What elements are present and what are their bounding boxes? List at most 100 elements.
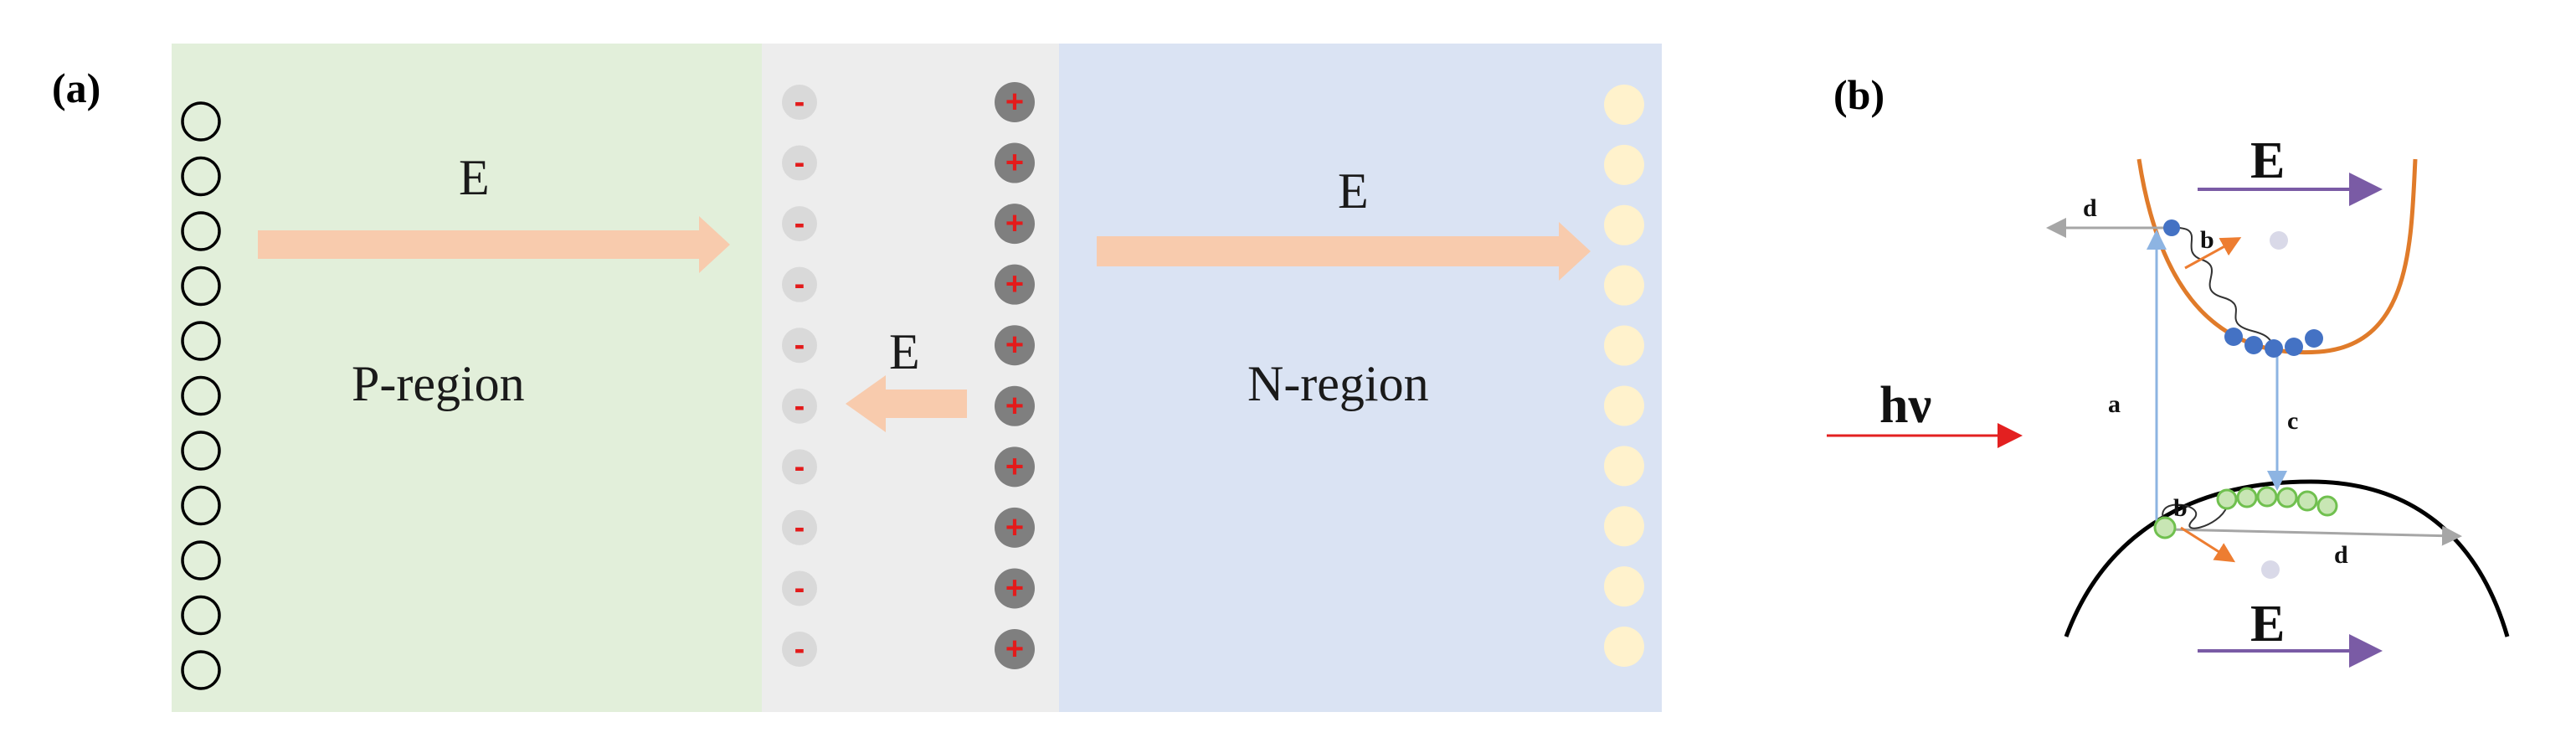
- hole: [181, 485, 221, 526]
- positive-ion-sign: +: [1005, 328, 1024, 363]
- hole: [181, 101, 221, 142]
- hole: [181, 266, 221, 307]
- hole: [181, 211, 221, 251]
- positive-ion-sign: +: [1005, 389, 1024, 424]
- process-b-top-label: b: [2200, 226, 2214, 254]
- electron: [1604, 265, 1644, 306]
- negative-ion-body: [782, 328, 817, 364]
- electron: [1604, 446, 1644, 487]
- positive-ion: +: [995, 204, 1035, 245]
- electron: [2285, 338, 2303, 356]
- panel-b-label: (b): [1833, 71, 1884, 118]
- negative-ion: -: [782, 328, 817, 364]
- positive-ion-body: [995, 204, 1035, 245]
- electron-column: [1604, 85, 1644, 667]
- positive-ion-sign: +: [1005, 146, 1024, 181]
- valence-band-curve: [2064, 479, 2510, 637]
- positive-ion: +: [995, 264, 1035, 305]
- hole: [181, 650, 221, 690]
- positive-ion: +: [995, 568, 1035, 609]
- electron: [1604, 325, 1644, 366]
- bottom-phonon: [2261, 560, 2280, 579]
- n-region-field-label: E: [1338, 163, 1369, 219]
- positive-ion-body: [995, 142, 1035, 183]
- hole: [181, 156, 221, 197]
- negative-ion-body: [782, 449, 817, 485]
- electron: [1604, 627, 1644, 667]
- positive-ion: +: [995, 507, 1035, 548]
- negative-ion: -: [782, 85, 817, 120]
- p-region-field-arrow: [258, 216, 730, 273]
- positive-ion-sign: +: [1005, 449, 1024, 484]
- positive-ion: +: [995, 385, 1035, 426]
- hole: [2216, 488, 2238, 510]
- electron: [1604, 566, 1644, 607]
- negative-ion-sign: -: [794, 389, 805, 424]
- top-phonon: [2270, 231, 2288, 250]
- negative-ion: -: [782, 145, 817, 181]
- hole: [181, 321, 221, 361]
- negative-ion-body: [782, 266, 817, 302]
- positive-ion-body: [995, 629, 1035, 669]
- electron: [1604, 85, 1644, 125]
- negative-ion-sign: -: [794, 570, 805, 606]
- bottom-scatter-arrow: [2180, 526, 2236, 563]
- electron: [1604, 506, 1644, 547]
- hole: [181, 375, 221, 416]
- negative-ion-body: [782, 632, 817, 667]
- electron: [2305, 329, 2323, 348]
- hole: [2153, 516, 2177, 539]
- p-region-field-label: E: [459, 150, 490, 205]
- light-label: hν: [1879, 377, 1931, 434]
- top-scatter-arrow: [2184, 237, 2242, 270]
- process-d-bottom-label: d: [2334, 541, 2348, 569]
- positive-ion-body: [995, 264, 1035, 305]
- positive-ion-sign: +: [1005, 85, 1024, 120]
- n-region-label: N-region: [1247, 356, 1429, 411]
- hole: [2276, 487, 2298, 508]
- electron: [2265, 339, 2283, 358]
- negative-ion: -: [782, 388, 817, 424]
- hole: [2316, 495, 2338, 517]
- negative-ion-sign: -: [794, 267, 805, 302]
- n-region-field-arrow: [1097, 222, 1591, 281]
- electron: [2244, 336, 2263, 354]
- negative-ion: -: [782, 206, 817, 242]
- hole: [181, 540, 221, 580]
- top-field-label: E: [2250, 132, 2285, 189]
- hole: [2256, 486, 2278, 508]
- electron: [1604, 144, 1644, 185]
- n-region-area: [1059, 44, 1662, 712]
- negative-ion-sign: -: [794, 85, 805, 120]
- positive-ion-column: ++++++++++: [995, 82, 1035, 669]
- negative-ion-sign: -: [794, 206, 805, 241]
- negative-ion: -: [782, 449, 817, 485]
- depletion-field-label: E: [889, 324, 920, 379]
- negative-ion-sign: -: [794, 632, 805, 667]
- negative-ion-body: [782, 145, 817, 181]
- electron: [1604, 204, 1644, 245]
- process-a-label: a: [2108, 390, 2121, 418]
- negative-ion: -: [782, 266, 817, 302]
- electron: [1604, 385, 1644, 426]
- positive-ion-body: [995, 507, 1035, 548]
- depletion-field-arrow: [846, 375, 967, 432]
- negative-ion: -: [782, 632, 817, 667]
- negative-ion-body: [782, 85, 817, 120]
- hole: [181, 595, 221, 636]
- bottom-relaxation-wiggle: [2162, 503, 2228, 529]
- negative-ion-body: [782, 206, 817, 242]
- negative-ion-sign: -: [794, 449, 805, 484]
- positive-ion: +: [995, 325, 1035, 366]
- positive-ion-body: [995, 82, 1035, 122]
- hole-column: [181, 101, 221, 690]
- negative-ion-body: [782, 570, 817, 606]
- positive-ion-body: [995, 446, 1035, 488]
- process-d-top-label: d: [2083, 194, 2097, 222]
- process-c-label: c: [2287, 407, 2298, 435]
- bottom-field-label: E: [2250, 596, 2285, 653]
- conduction-band-curve: [2136, 158, 2418, 355]
- positive-ion: +: [995, 446, 1035, 488]
- hole: [2236, 487, 2258, 508]
- negative-ion-body: [782, 388, 817, 424]
